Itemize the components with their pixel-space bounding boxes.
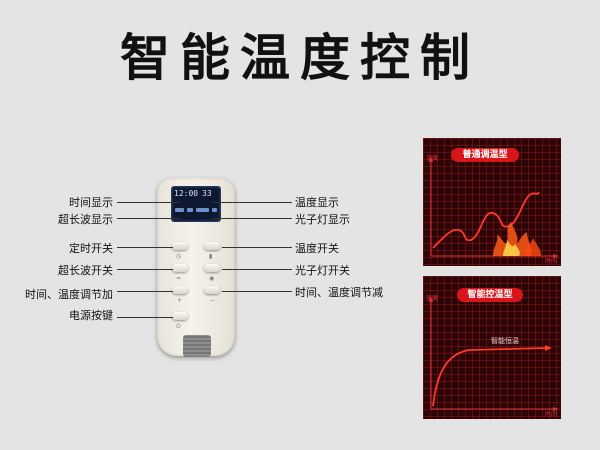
leader-line (117, 202, 180, 203)
lcd-temp-readout: 33 (202, 189, 212, 198)
label-photon-switch: 光子灯开关 (295, 264, 350, 277)
plus-icon: + (177, 297, 183, 304)
label-photon-display: 光子灯显示 (295, 213, 350, 226)
leader-line (117, 317, 173, 318)
remote-cable (183, 335, 211, 357)
timer-button[interactable] (172, 242, 188, 250)
panel-normal-control: 普通调温型 温度 时间 (423, 138, 561, 266)
label-time-display: 时间显示 (69, 196, 113, 209)
label-decrease: 时间、温度调节减 (295, 286, 383, 299)
leader-line (117, 291, 173, 292)
y-axis-label: 温度 (426, 155, 439, 162)
leader-line (117, 247, 173, 248)
label-wave-display: 超长波显示 (58, 213, 113, 226)
page-title: 智能温度控制 (120, 28, 480, 87)
panel-normal-title: 普通调温型 (451, 148, 519, 162)
power-icon: ⏻ (176, 323, 181, 330)
leader-line (222, 291, 292, 292)
label-power: 电源按键 (69, 309, 113, 322)
leader-line (222, 247, 292, 248)
label-timer-switch: 定时开关 (69, 242, 113, 255)
flame-graphic (493, 222, 541, 256)
x-axis-label: 时间 (545, 258, 558, 265)
leader-line (117, 269, 173, 270)
fluctuating-temp-curve (432, 191, 540, 249)
remote-control: 12:00 33 ◷ ▮ ≈ ◉ + − ⏻ (157, 178, 235, 356)
normal-curve-chart (429, 156, 559, 258)
leader-line (212, 218, 292, 219)
minus-icon: − (210, 297, 216, 304)
lcd-wave-indicator (175, 208, 217, 216)
smart-curve-chart (429, 296, 559, 411)
leader-line (212, 202, 292, 203)
increase-button[interactable] (172, 286, 188, 294)
constant-temp-curve (432, 347, 548, 407)
clock-icon: ◷ (176, 253, 182, 260)
label-temp-display: 温度显示 (295, 196, 339, 209)
curve-label: 智能恒温 (491, 337, 519, 345)
x-axis-label: 时间 (545, 411, 558, 418)
leader-line (222, 269, 292, 270)
label-increase: 时间、温度调节加 (25, 288, 113, 301)
leader-line (117, 218, 180, 219)
power-button[interactable] (172, 312, 188, 320)
label-wave-switch: 超长波开关 (58, 264, 113, 277)
lcd-screen: 12:00 33 (171, 186, 221, 222)
panel-smart-control: 智能控温型 温度 时间 智能恒温 (423, 276, 561, 419)
lcd-time-readout: 12:00 (174, 189, 199, 198)
wave-icon: ≈ (176, 275, 182, 282)
label-temp-switch: 温度开关 (295, 242, 339, 255)
far-infrared-button[interactable] (172, 264, 188, 272)
panel-smart-title: 智能控温型 (457, 288, 523, 302)
thermometer-icon: ▮ (209, 253, 213, 260)
bulb-icon: ◉ (209, 275, 215, 282)
photon-light-button[interactable] (204, 264, 220, 272)
decrease-button[interactable] (204, 286, 220, 294)
y-axis-label: 温度 (426, 295, 439, 302)
temperature-button[interactable] (204, 242, 220, 250)
